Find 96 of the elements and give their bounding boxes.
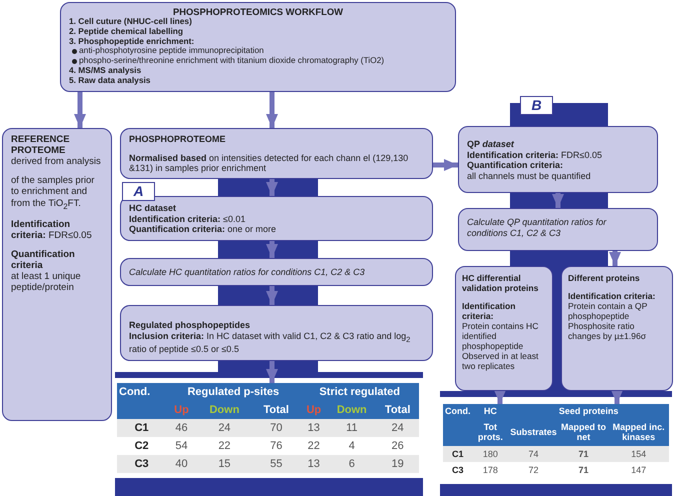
- box-heading: PHOSPHOPROTEOME: [129, 134, 227, 145]
- column-header: HC: [472, 404, 508, 420]
- table-cell: 19: [376, 455, 419, 474]
- process-box: [455, 266, 553, 391]
- column-header: Tot prots.: [472, 420, 508, 446]
- box-heading: Different proteins: [568, 273, 641, 284]
- arrow: [74, 92, 86, 128]
- table-cell: 22: [196, 437, 252, 456]
- arrow: [266, 92, 278, 128]
- box-text: Calculate HC quantitation ratios for conditions C1, C2 & C3: [129, 267, 366, 278]
- box-text: 4. MS/MS analysis: [69, 66, 142, 76]
- table-cell: C1: [117, 419, 166, 438]
- arrow: [494, 390, 506, 404]
- column-header: Up: [166, 401, 197, 420]
- column-header: Cond.: [117, 383, 166, 402]
- box-text: Inclusion criteria: In HC dataset with valid C1, C2 & C3 ratio and log$_{2}$ ratio of peptide ≤0.5 or ≤0.5: [129, 330, 412, 355]
- table-cell: 46: [166, 419, 197, 438]
- arrow: [552, 193, 564, 208]
- table-cell: 154: [608, 446, 669, 462]
- box-text: Protein contain a QP phosphopeptide Phosphosite ratio changes by µ±1.96σ: [568, 301, 648, 342]
- column-header: Mapped to net: [558, 420, 608, 446]
- table-cell: 6: [327, 455, 376, 474]
- column-header: Mapped inc. kinases: [608, 420, 669, 446]
- box-heading: QP dataset: [467, 139, 516, 150]
- table-cell: 40: [166, 455, 197, 474]
- process-box: [458, 126, 658, 193]
- box-text: Identification criteria: FDR≤0.05: [467, 150, 603, 160]
- arrow: [266, 286, 278, 305]
- arrow: [266, 361, 278, 383]
- box-text: Calculate QP quantitation ratios for conditions C1, C2 & C3: [467, 217, 608, 238]
- box-text: Protein contains HC identified phosphopeptide Observed in at least two replicates: [462, 321, 540, 372]
- bullet-item: phospho-serine/threonine enrichment with titanium dioxide chromatography (TiO2): [69, 56, 447, 66]
- process-box: [120, 305, 433, 361]
- column-header: Down: [327, 401, 376, 420]
- process-box: [458, 208, 658, 251]
- table-cell: 76: [252, 437, 300, 456]
- box-text: Identification criteria: ≤0.01: [129, 214, 246, 224]
- box-text: 2. Peptide chemical labelling: [69, 26, 184, 37]
- table-cell: C3: [117, 455, 166, 474]
- box-text: 3. Phosphopeptide enrichment:: [69, 36, 196, 46]
- box-heading: PHOSPHOPROTEOMICS WORKFLOW: [172, 6, 344, 17]
- table-cell: 180: [472, 446, 508, 462]
- box-text: Identification criteria:: [568, 291, 656, 302]
- arrow: [266, 179, 278, 196]
- arrow: [611, 390, 623, 404]
- column-header: Total: [252, 401, 300, 420]
- process-box: [561, 266, 673, 391]
- process-box: [120, 196, 433, 241]
- box-heading: HC differential validation proteins: [462, 273, 540, 294]
- box-text: at least 1 unique peptide/protein: [11, 271, 82, 294]
- table-cell: C1: [443, 446, 472, 462]
- box-text: derived from analysis: [11, 156, 102, 168]
- column-header: Regulated p-sites: [166, 383, 300, 402]
- table-cell: 54: [166, 437, 197, 456]
- column-header: Up: [300, 401, 328, 420]
- table-cell: 11: [327, 419, 376, 438]
- box-heading: Regulated phosphopeptides: [129, 320, 252, 331]
- column-header: Total: [376, 401, 419, 420]
- table-cell: 55: [252, 455, 300, 474]
- box-text: all channels must be quantified: [467, 170, 592, 182]
- box-text: Normalised based on intensities detected for each chann el (129,130 &131) in samples prior enrichment: [129, 152, 410, 174]
- process-box: [2, 128, 112, 421]
- column-header: Down: [196, 401, 252, 420]
- table-cell: 13: [300, 419, 328, 438]
- table-cell: 70: [252, 419, 300, 438]
- box-text: Quantification criteria: one or more: [129, 224, 278, 235]
- box-text: Identification criteria:: [462, 301, 516, 322]
- table-cell: 4: [327, 437, 376, 456]
- process-box: [120, 128, 433, 179]
- bullet-item: anti-phosphotyrosine peptide immunoprecipitation: [69, 46, 447, 56]
- section-tag: A: [122, 182, 155, 201]
- process-box: [120, 258, 433, 286]
- section-tag: B: [520, 96, 553, 115]
- table-cell: 71: [558, 446, 608, 462]
- box-text: Quantification criteria:: [467, 160, 564, 171]
- box-text: 1. Cell cuture (NHUC-cell lines): [69, 17, 193, 27]
- arrow: [433, 159, 458, 171]
- column-header: Strict regulated: [300, 383, 419, 402]
- box-text: Identification criteria: FDR≤0.05: [11, 218, 93, 241]
- table-cell: 26: [376, 437, 419, 456]
- table-cell: 24: [196, 419, 252, 438]
- column-header: Seed proteins: [508, 404, 669, 420]
- arrow: [609, 251, 621, 266]
- table-cell: 74: [508, 446, 559, 462]
- table-cell: 24: [376, 419, 419, 438]
- column-header: Cond.: [443, 404, 472, 420]
- arrow: [266, 241, 278, 258]
- table-cell: 15: [196, 455, 252, 474]
- box-text: 5. Raw data analysis: [69, 76, 152, 86]
- column-header: Substrates: [508, 420, 559, 446]
- workflow-box: [60, 2, 456, 92]
- box-text: of the samples prior to enrichment and from the TiO$_{2}$FT.: [11, 175, 96, 211]
- box-heading: HC dataset: [129, 203, 178, 214]
- table-cell: 13: [300, 455, 328, 474]
- table-cell: C2: [117, 437, 166, 456]
- table-cell: 22: [300, 437, 328, 456]
